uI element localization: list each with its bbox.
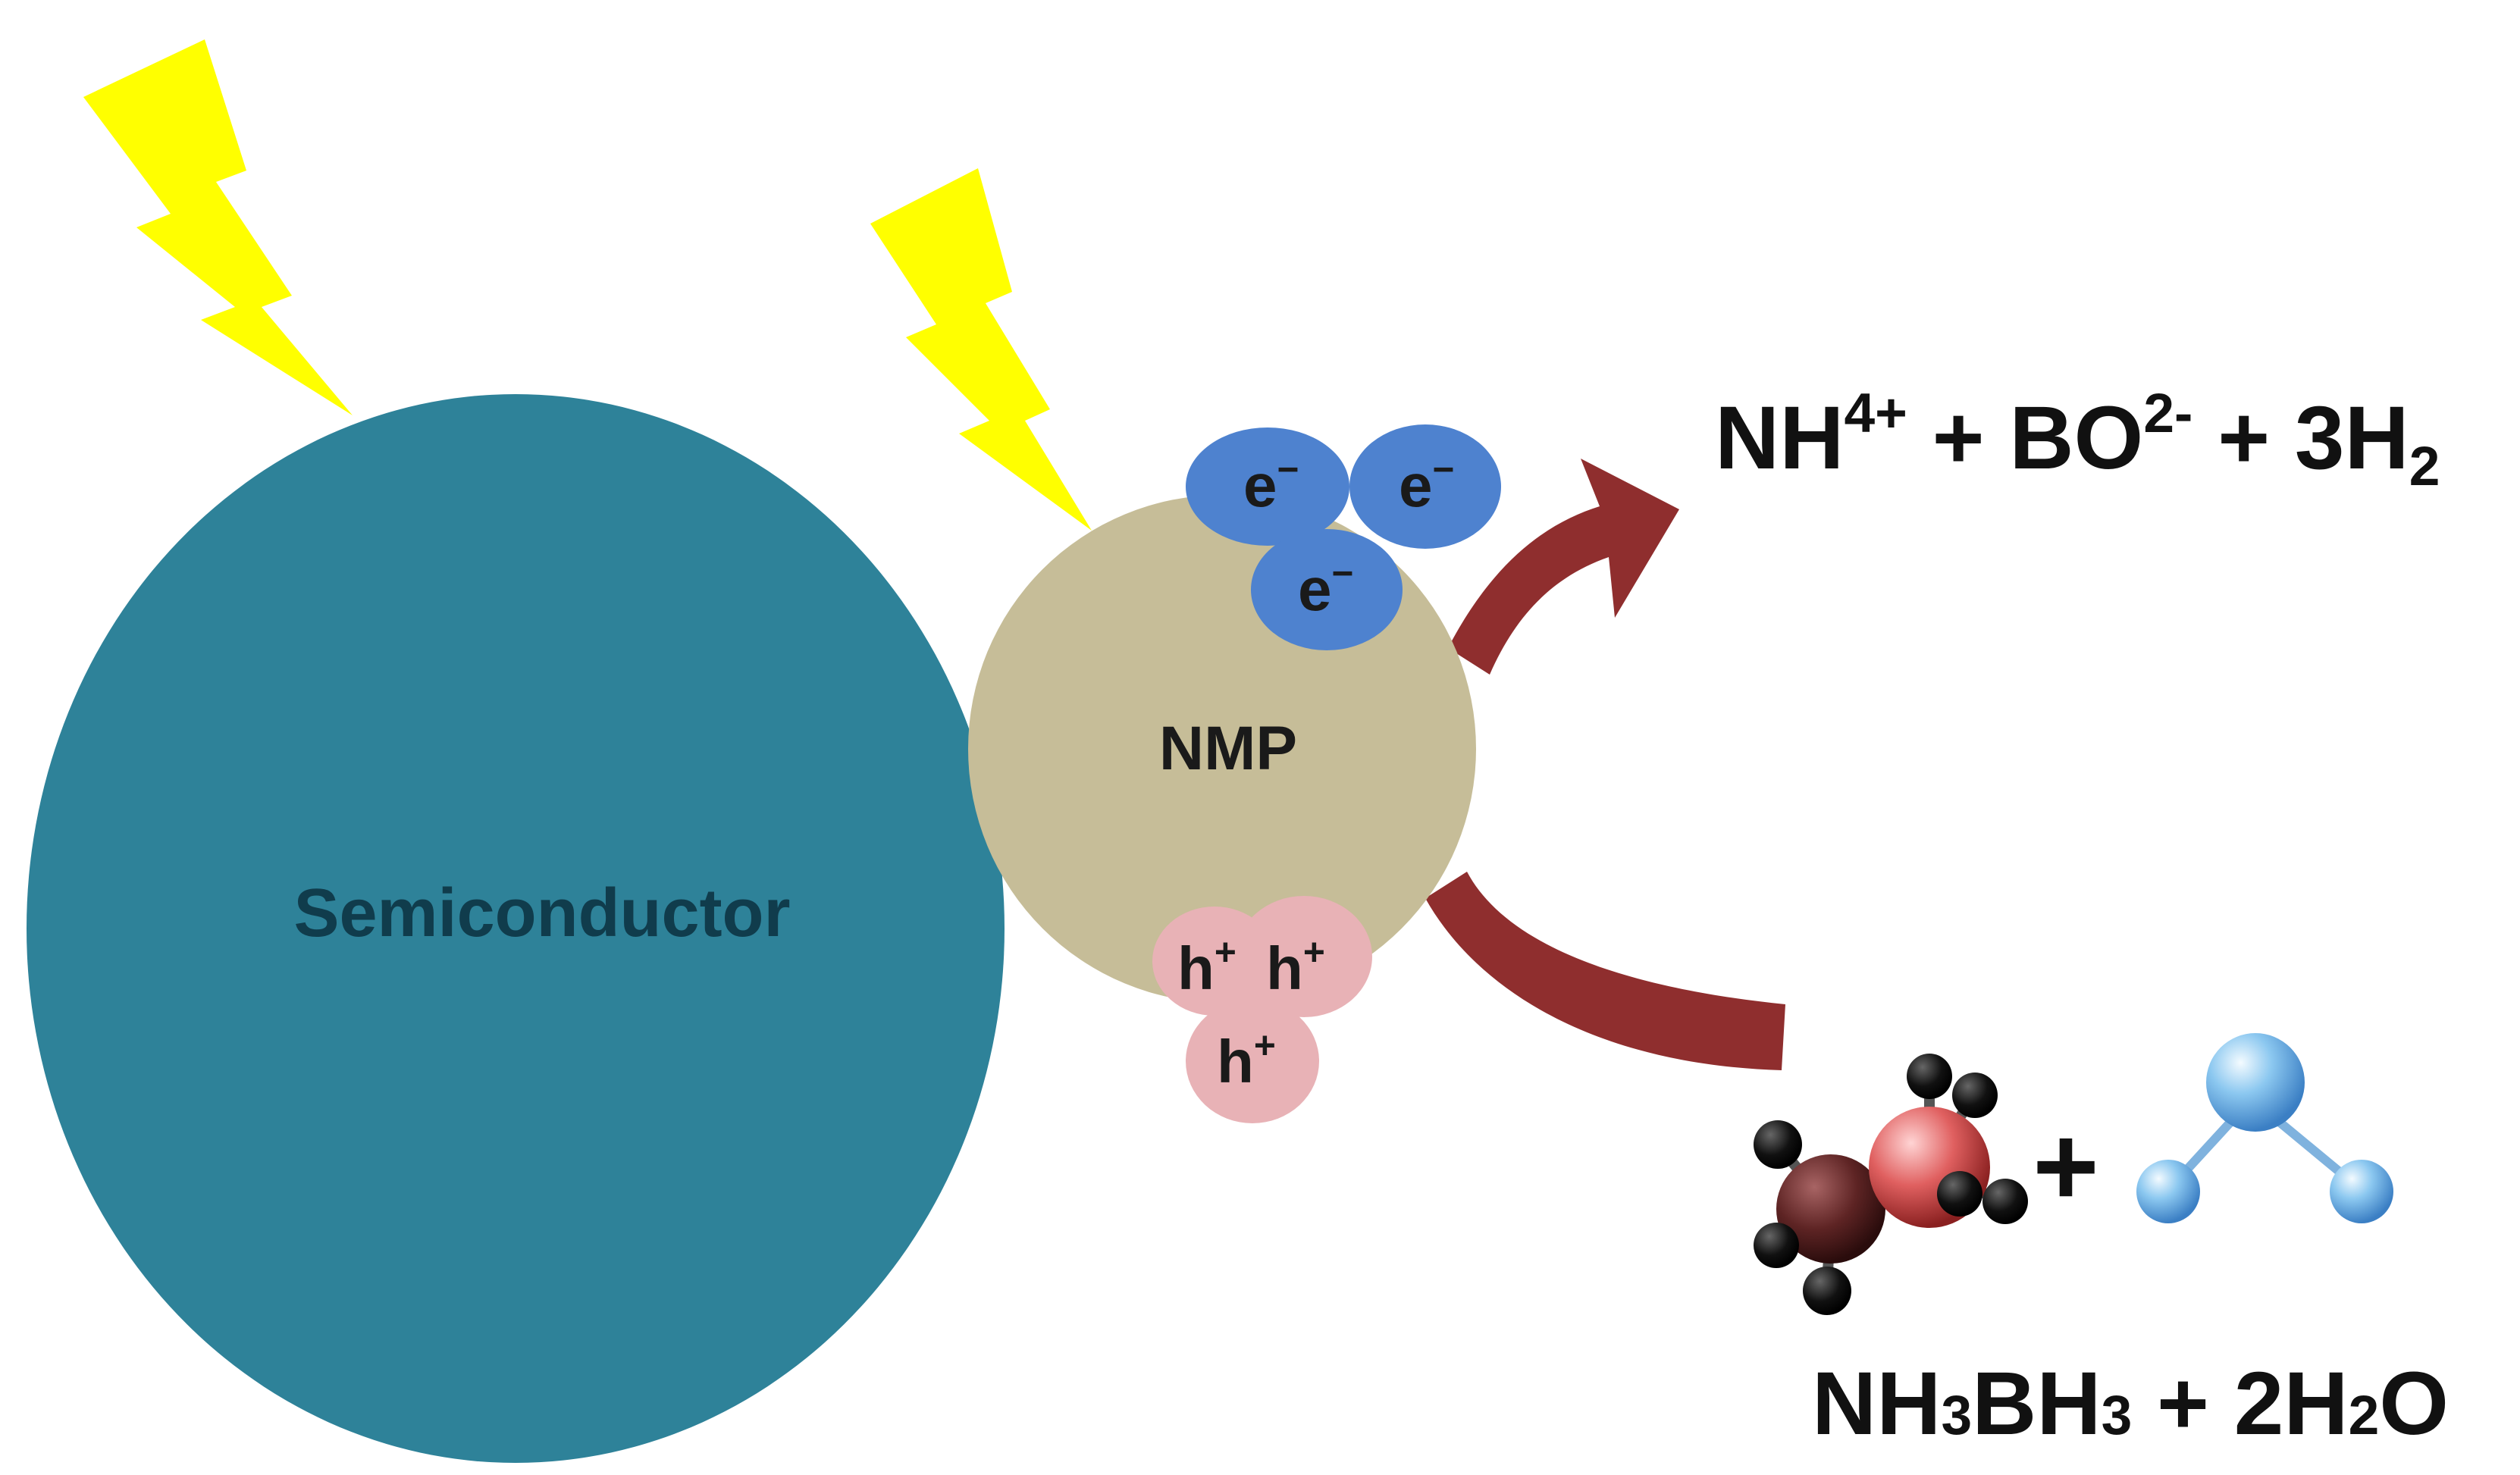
nmp-label: NMP: [1159, 714, 1297, 783]
electron-blob: [1186, 427, 1349, 546]
products-equation: NH4+ + BO2- + 3H2: [1715, 382, 2440, 497]
hole-cluster: h+ h+ h+: [1152, 896, 1372, 1123]
electron-blob: [1251, 529, 1403, 650]
hole-blob: [1186, 999, 1319, 1123]
plus-sign: +: [2033, 1102, 2099, 1229]
product-arrow: [1448, 459, 1679, 675]
electron-symbol: e−: [1243, 448, 1299, 519]
hole-symbol: h+: [1177, 931, 1236, 1002]
lightning-bolt-icon: [83, 39, 353, 415]
reactants-equation: NH3BH3 + 2H2O: [1812, 1354, 2449, 1454]
semiconductor-particle: [27, 394, 1005, 1463]
hole-symbol: h+: [1217, 1024, 1276, 1095]
water-molecule-icon: [2136, 1033, 2393, 1223]
electron-cluster: e− e− e−: [1186, 424, 1501, 650]
hole-blob: [1236, 896, 1372, 1017]
lightning-bolt-icon: [870, 168, 1092, 531]
electron-symbol: e−: [1399, 448, 1454, 519]
ammonia-borane-molecule-icon: [1754, 1054, 2028, 1315]
reactant-arrow: [1425, 872, 1785, 1070]
electron-blob: [1349, 424, 1501, 549]
electron-symbol: e−: [1298, 552, 1353, 623]
semiconductor-label: Semiconductor: [293, 875, 790, 951]
hole-symbol: h+: [1266, 931, 1325, 1002]
